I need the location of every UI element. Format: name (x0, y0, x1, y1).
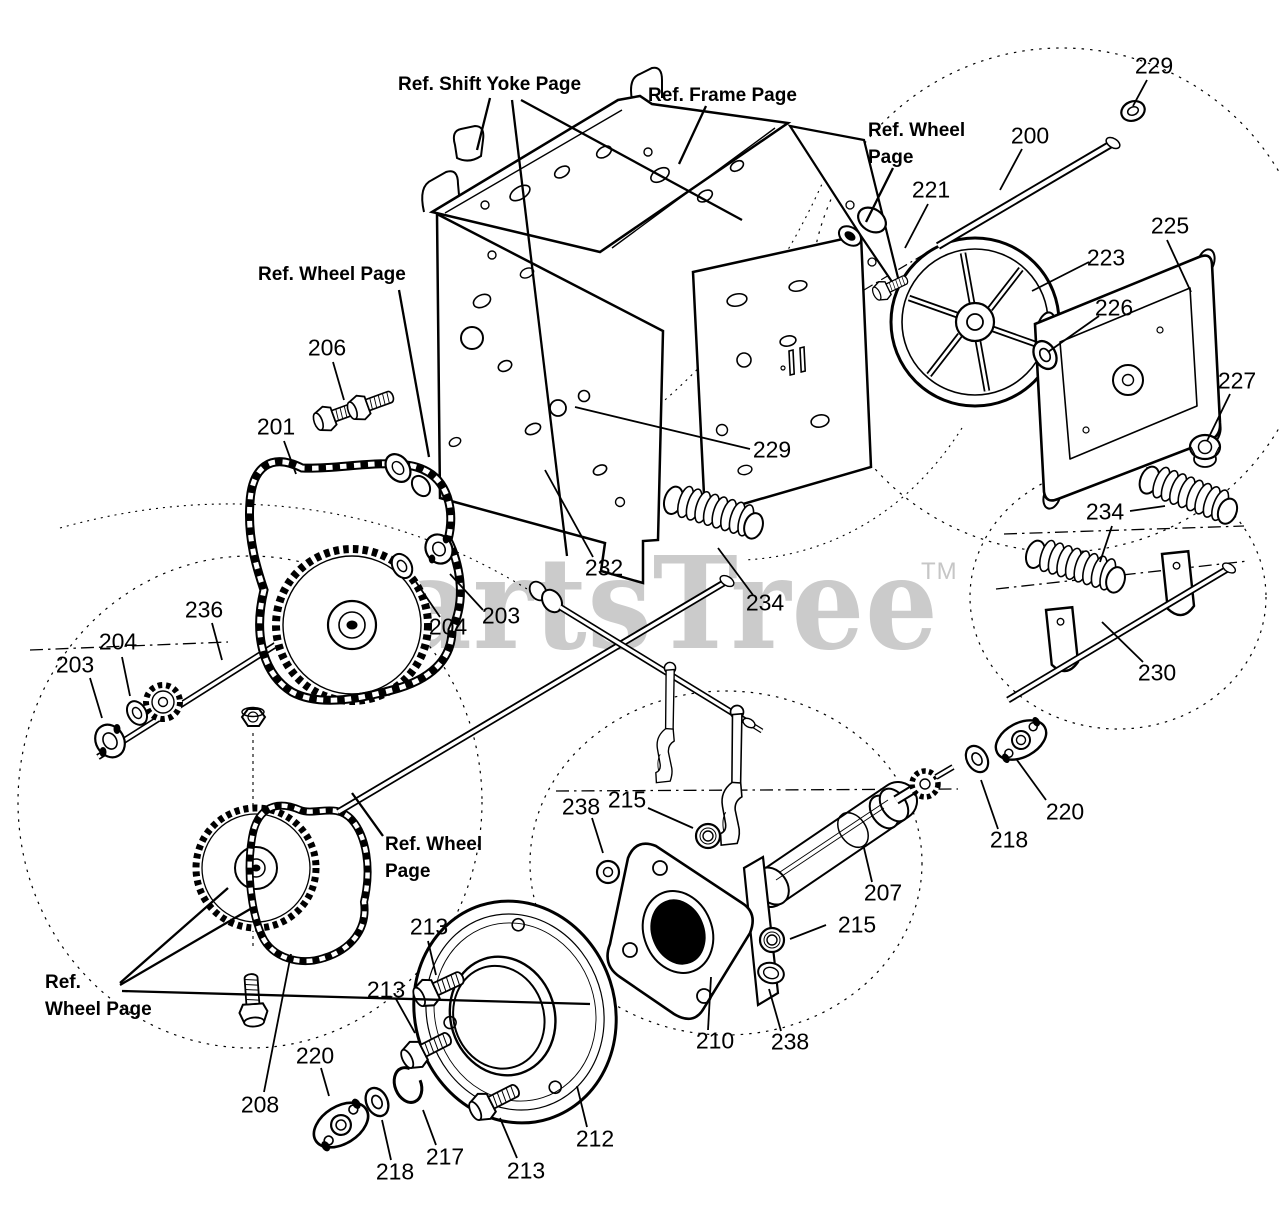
leader-line (499, 1117, 518, 1159)
flange-bearing-220-right (987, 711, 1055, 769)
leader-line (717, 547, 754, 596)
nut-215-lower (758, 926, 786, 954)
leader-line (1206, 393, 1231, 442)
leader-line (544, 469, 594, 558)
leader-line (415, 581, 441, 618)
friction-wheel-212 (412, 899, 618, 1125)
leader-line (119, 887, 229, 984)
frame-assembly (421, 66, 905, 585)
bolt-206-b (343, 383, 399, 425)
leader-line (576, 1085, 588, 1128)
leader-line (397, 289, 431, 458)
clutch-rod (528, 580, 764, 734)
leader-line (904, 203, 929, 249)
leader-line (768, 988, 782, 1032)
leader-line (381, 1119, 392, 1161)
flange-nut-227 (1188, 433, 1222, 468)
leader-line (1166, 239, 1192, 293)
bolt-208 (235, 972, 270, 1029)
chain-208-lower (245, 801, 372, 965)
leader-line (320, 1067, 330, 1097)
leader-line (1031, 261, 1090, 292)
washer-238-upper (595, 859, 621, 885)
leader-line (395, 998, 416, 1034)
hex-nut (240, 706, 267, 950)
leader-line (1047, 315, 1100, 353)
leader-line (121, 989, 591, 1006)
snap-ring-217 (392, 1066, 424, 1104)
wheel-223 (889, 236, 1061, 408)
spring-234-middle (1021, 533, 1131, 596)
leader-line (119, 907, 253, 986)
leader-line (980, 779, 999, 830)
leader-lines (89, 79, 1231, 1161)
hex-shaft (336, 574, 735, 816)
leader-line (677, 105, 708, 165)
axle-200 (935, 136, 1121, 250)
leader-line (1132, 79, 1148, 107)
leader-line (121, 656, 131, 697)
leader-line (864, 167, 895, 223)
leader-line (89, 677, 103, 719)
bearing-203-left (94, 723, 126, 759)
leader-line (999, 148, 1023, 191)
leader-line (647, 807, 694, 829)
sprocket-lower (192, 804, 320, 932)
rod-230 (1006, 550, 1237, 704)
shaft-assembly-207 (750, 764, 955, 908)
chain-201 (245, 457, 465, 705)
spring-234-right (1134, 459, 1244, 528)
sprocket-small-left (143, 682, 183, 722)
leader-line (510, 99, 569, 557)
leader-line (591, 817, 604, 854)
ring-cap-229 (1120, 100, 1146, 122)
side-panel-225 (1033, 248, 1222, 510)
leader-line (449, 573, 484, 611)
leader-line (789, 924, 827, 940)
leader-line (1099, 525, 1113, 563)
carrier-plate-210 (606, 842, 754, 1021)
shift-fork-2 (718, 704, 750, 848)
leader-line (332, 361, 345, 401)
leader-line (422, 1109, 437, 1146)
leader-line (1016, 759, 1047, 801)
washer-218-right (960, 740, 994, 778)
leader-line (1101, 621, 1144, 663)
bushing-232 (384, 453, 432, 498)
leader-line (707, 976, 712, 1031)
leader-line (574, 406, 751, 450)
hub-bushing-221 (837, 206, 912, 305)
leader-line (351, 792, 384, 837)
nut-215-upper (694, 822, 722, 850)
leader-line (427, 940, 437, 976)
leader-line (520, 98, 743, 222)
leader-line (211, 622, 223, 661)
leader-line (1129, 505, 1166, 512)
bearing-203-center (424, 533, 454, 565)
leader-line (863, 847, 873, 883)
washer-238-lower (757, 961, 785, 985)
leader-line (475, 97, 492, 151)
leader-line (263, 953, 292, 1093)
watermark-tm-mark: TM (921, 558, 958, 585)
leader-line (283, 440, 297, 475)
